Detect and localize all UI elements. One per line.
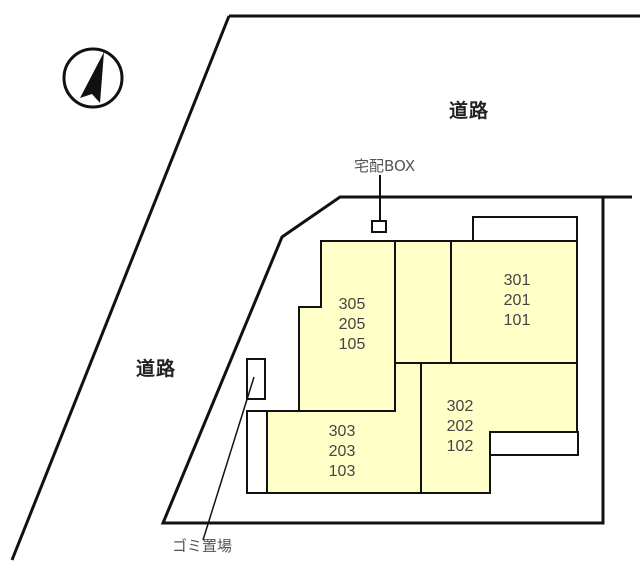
road-diagonal-line (10, 15, 231, 561)
block-301-shape (450, 240, 578, 364)
unit-number: 103 (328, 463, 356, 480)
unit-number: 301 (503, 272, 531, 289)
unit-number: 305 (338, 296, 366, 313)
unit-number: 101 (503, 312, 531, 329)
annex-top-right (472, 216, 578, 242)
unit-number: 202 (446, 418, 474, 435)
road-label-north: 道路 (449, 100, 490, 122)
unit-number: 105 (338, 336, 366, 353)
unit-label-303: 303 203 103 (312, 422, 372, 482)
unit-label-302: 302 202 102 (430, 397, 490, 457)
unit-number: 201 (503, 292, 531, 309)
block-middle-shape (394, 240, 452, 364)
unit-label-301: 301 201 101 (487, 271, 547, 331)
delivery-box-icon (371, 175, 387, 233)
unit-number: 303 (328, 423, 356, 440)
delivery-box-label: 宅配BOX (354, 157, 416, 175)
unit-number: 203 (328, 443, 356, 460)
annex-lower-right (489, 431, 579, 456)
garbage-area-label: ゴミ置場 (172, 537, 233, 555)
white-strip-left (246, 410, 268, 494)
road-label-west: 道路 (136, 358, 177, 380)
block-302-shape (420, 362, 578, 494)
unit-number: 205 (338, 316, 366, 333)
garbage-area-icon (202, 358, 266, 541)
unit-number: 302 (446, 398, 474, 415)
lot-boundary (160, 195, 632, 525)
unit-label-305: 305 205 105 (322, 295, 382, 355)
north-arrow-icon (62, 47, 124, 109)
unit-number: 102 (446, 438, 474, 455)
